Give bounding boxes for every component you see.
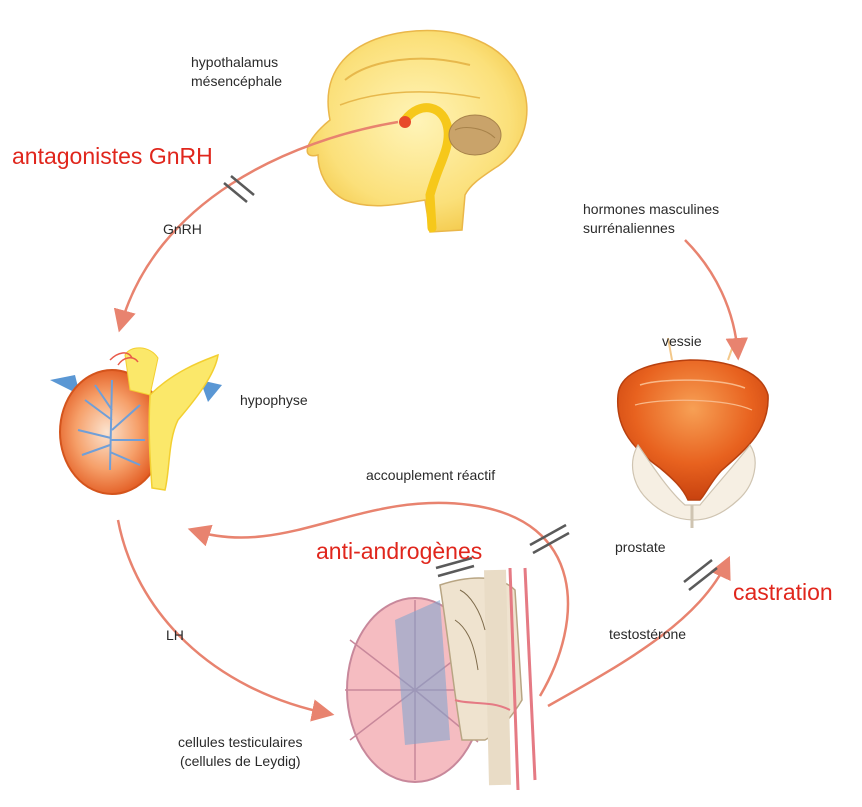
arrow-pituitary-to-testis (118, 520, 330, 714)
label-gnrh: GnRH (163, 220, 202, 239)
label-hypothalamus-line2: mésencéphale (191, 72, 282, 91)
label-anti-androgenes: anti-androgènes (316, 537, 482, 565)
label-hormones-line1: hormones masculines (583, 200, 719, 219)
bladder-prostate-illustration (618, 338, 768, 528)
label-hypophyse: hypophyse (240, 391, 308, 410)
label-vessie: vessie (662, 332, 702, 351)
label-prostate: prostate (615, 538, 666, 557)
label-cellules-testiculaires: cellules testiculaires (cellules de Leyd… (178, 733, 303, 771)
label-lh: LH (166, 626, 184, 645)
label-hormones-masculines: hormones masculines surrénaliennes (583, 200, 719, 238)
label-hormones-line2: surrénaliennes (583, 219, 719, 238)
label-antagonistes-gnrh: antagonistes GnRH (12, 142, 213, 170)
brain-illustration (307, 31, 527, 232)
label-testosterone: testostérone (609, 625, 686, 644)
label-cellules-line1: cellules testiculaires (178, 733, 303, 752)
label-castration: castration (733, 578, 833, 606)
label-cellules-line2: (cellules de Leydig) (178, 752, 303, 771)
label-hypothalamus: hypothalamus mésencéphale (191, 53, 282, 91)
pituitary-illustration (50, 348, 222, 494)
testis-illustration (345, 568, 535, 790)
label-accouplement-reactif: accouplement réactif (366, 466, 495, 485)
label-hypothalamus-line1: hypothalamus (191, 53, 282, 72)
